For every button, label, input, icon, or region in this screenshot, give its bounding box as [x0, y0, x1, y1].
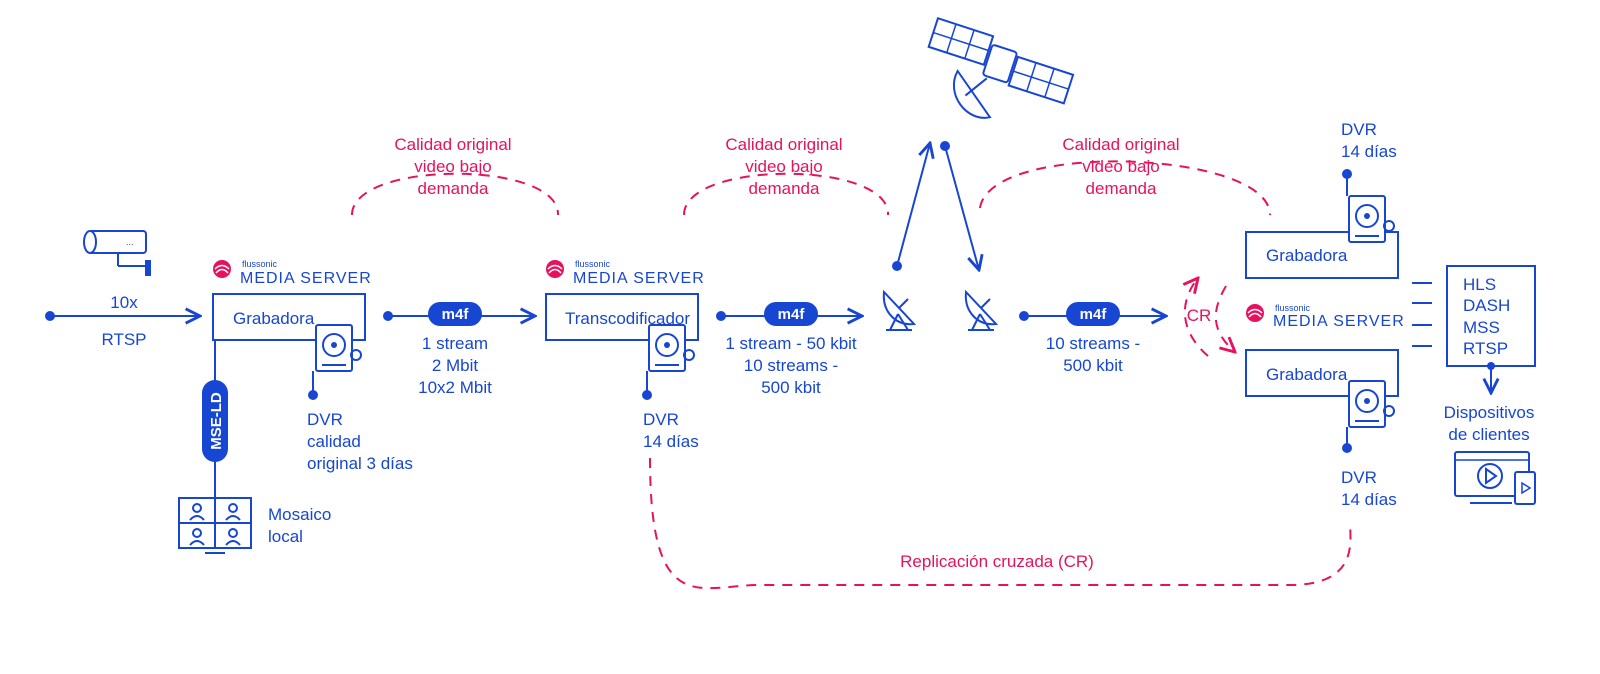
link1-format: m4f — [442, 306, 470, 323]
server2-role: Transcodificador — [565, 309, 690, 328]
server2-dvr-line1: DVR — [643, 410, 679, 429]
server1-box — [212, 293, 366, 341]
cr-short-label: CR — [1187, 306, 1212, 325]
vod-arc-3 — [979, 160, 1271, 216]
link3-format-badge — [1066, 302, 1120, 326]
flussonic-logo: flussonic MEDIA SERVER — [212, 259, 372, 287]
satellite-icon — [927, 17, 1075, 119]
hard-disk-icon — [1348, 195, 1395, 243]
vod-arc-1 — [351, 172, 560, 216]
server3-bottom-role: Grabadora — [1266, 365, 1348, 384]
server1-dvr-line1: DVR — [307, 410, 343, 429]
mse-ld-label: MSE-LD — [208, 392, 225, 450]
camera-protocol: RTSP — [101, 330, 146, 349]
mosaic-label-line1: Mosaico — [268, 505, 331, 524]
link2-line3: 500 kbit — [761, 378, 821, 397]
svg-text:MEDIA SERVER: MEDIA SERVER — [240, 270, 372, 287]
cross-replication-label: Replicación cruzada (CR) — [900, 552, 1094, 571]
cr-arrow-down — [1214, 285, 1235, 352]
vod-arc-2 — [683, 172, 890, 216]
server3-bottom-box — [1245, 349, 1399, 397]
server3-bottom-dvr-line2: 14 días — [1341, 490, 1397, 509]
camera-count: 10x — [110, 293, 138, 312]
downlink-arrow — [944, 145, 979, 270]
link1-format-badge — [428, 302, 482, 326]
link2-line2: 10 streams - — [744, 356, 838, 375]
link2-format-badge — [764, 302, 818, 326]
svg-text:flussonic: flussonic — [575, 259, 611, 269]
svg-text:...: ... — [126, 237, 134, 247]
hard-disk-icon — [648, 324, 695, 372]
flussonic-logo: flussonic MEDIA SERVER — [1245, 303, 1405, 330]
link1-line1: 1 stream — [422, 334, 488, 353]
server3-bottom-dvr-line1: DVR — [1341, 468, 1377, 487]
mosaic-label-line2: local — [268, 527, 303, 546]
cr-arrow-up — [1185, 278, 1209, 357]
protocol-rtsp: RTSP — [1463, 339, 1508, 358]
server1-dvr-line2: calidad — [307, 432, 361, 451]
vod2-line2: video bajo — [745, 157, 823, 176]
vod1-line3: demanda — [418, 179, 489, 198]
vod2-line1: Calidad original — [725, 135, 842, 154]
devices-line1: Dispositivos — [1444, 403, 1535, 422]
server3-top-role: Grabadora — [1266, 246, 1348, 265]
server1-dvr-line3: original 3 días — [307, 454, 413, 473]
vod1-line2: video bajo — [414, 157, 492, 176]
satellite-dish-icon — [964, 291, 997, 331]
link3-format: m4f — [1080, 306, 1108, 323]
vod2-line3: demanda — [749, 179, 820, 198]
satellite-dish-icon — [882, 291, 915, 331]
server2-dvr-line2: 14 días — [643, 432, 699, 451]
server3-top-dvr-line1: DVR — [1341, 120, 1377, 139]
mosaic-icon — [178, 497, 252, 554]
protocol-hls: HLS — [1463, 275, 1496, 294]
link2-line1: 1 stream - 50 kbit — [725, 334, 857, 353]
svg-text:MEDIA SERVER: MEDIA SERVER — [1273, 313, 1405, 330]
link2-format: m4f — [778, 306, 806, 323]
vod3-line3: demanda — [1086, 179, 1157, 198]
server3-top-box — [1245, 231, 1399, 279]
server1-role: Grabadora — [233, 309, 315, 328]
svg-text:flussonic: flussonic — [242, 259, 278, 269]
vod1-line1: Calidad original — [394, 135, 511, 154]
protocol-dash: DASH — [1463, 296, 1510, 315]
mse-ld-badge — [202, 380, 228, 462]
server2-box — [545, 293, 699, 341]
hard-disk-icon — [1348, 380, 1395, 428]
vod3-line2: video bajo — [1082, 157, 1160, 176]
camera-icon: ... — [83, 230, 151, 276]
flussonic-logo: flussonic MEDIA SERVER — [545, 259, 705, 287]
devices-line2: de clientes — [1448, 425, 1529, 444]
svg-text:MEDIA SERVER: MEDIA SERVER — [573, 270, 705, 287]
server3-top-dvr-line2: 14 días — [1341, 142, 1397, 161]
vod3-line1: Calidad original — [1062, 135, 1179, 154]
hard-disk-icon — [315, 324, 362, 372]
client-devices-icon — [1454, 451, 1536, 505]
link1-line2: 2 Mbit — [432, 356, 479, 375]
protocol-mss: MSS — [1463, 318, 1500, 337]
cross-replication-path — [649, 457, 1352, 590]
uplink-arrow — [896, 143, 930, 267]
link3-line2: 500 kbit — [1063, 356, 1123, 375]
svg-text:flussonic: flussonic — [1275, 303, 1311, 313]
link1-line3: 10x2 Mbit — [418, 378, 492, 397]
link3-line1: 10 streams - — [1046, 334, 1140, 353]
